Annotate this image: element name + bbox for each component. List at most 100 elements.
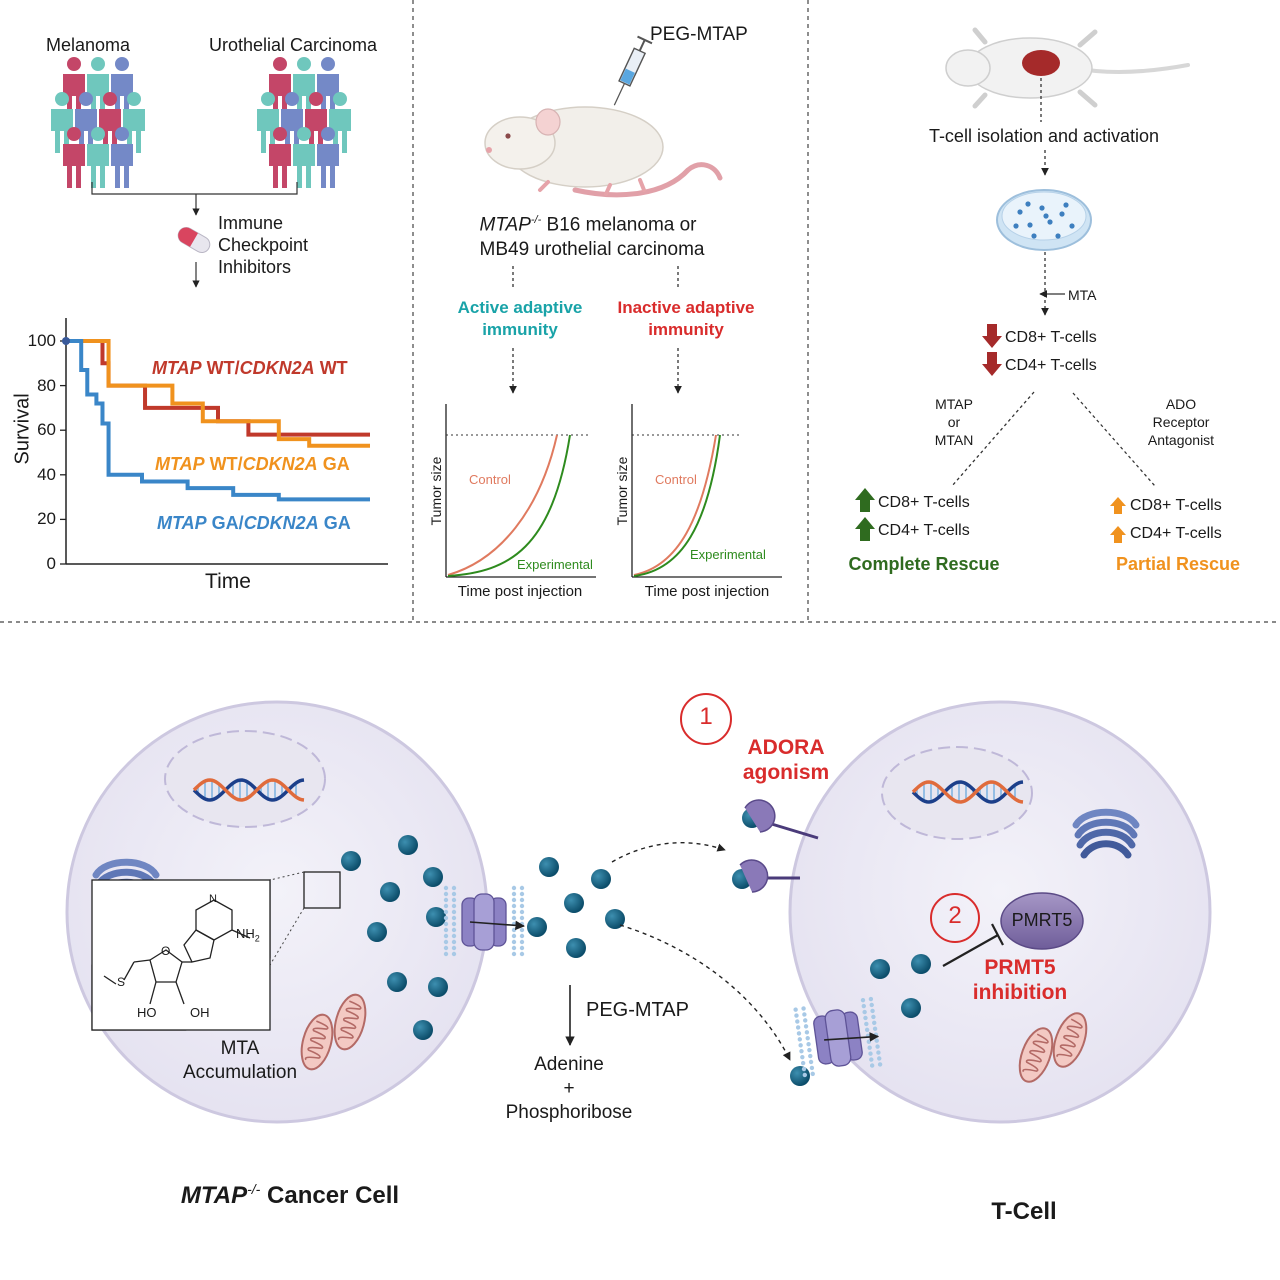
model-line-2: MB49 urothelial carcinoma	[479, 239, 705, 260]
person-icon	[305, 92, 327, 153]
control-curve	[447, 434, 558, 576]
left-treatment-line: MTAP	[935, 396, 973, 412]
person-icon	[317, 57, 339, 118]
mitochondria-icon	[1052, 1012, 1088, 1068]
mechanism-1-number: 1	[699, 703, 713, 730]
right-treatment-line: Antagonist	[1147, 432, 1215, 448]
mech1-line: ADORA	[747, 736, 825, 759]
mta-molecule-structure	[103, 899, 251, 1005]
right-treatment-line: ADO	[1165, 396, 1197, 412]
experimental-label: Experimental	[690, 547, 766, 562]
o-atom-label: O	[161, 944, 171, 958]
transporter-icon	[443, 885, 525, 957]
y-tick-label: 0	[46, 554, 56, 573]
person-icon	[87, 57, 109, 118]
experimental-curve	[447, 434, 571, 577]
person-icon	[329, 92, 351, 153]
pill-icon	[177, 227, 211, 253]
person-icon	[111, 57, 133, 118]
mta-molecule	[911, 954, 931, 974]
person-icon	[281, 92, 303, 153]
inactive-line: immunity	[648, 320, 724, 339]
legend-gene: CDKN2A	[243, 513, 319, 533]
legend-gene: CDKN2A	[239, 358, 315, 378]
person-icon	[99, 92, 121, 153]
time-post-injection-label: Time post injection	[644, 583, 770, 600]
model-gene: MTAP	[479, 214, 531, 236]
mouse-icon	[484, 106, 723, 198]
km-curve-1	[66, 339, 370, 437]
left-treatment-line: MTAN	[934, 432, 974, 448]
legend-gene: MTAP	[152, 358, 202, 378]
person-icon	[269, 127, 291, 188]
legend-status: GA	[318, 513, 351, 533]
person-icon	[63, 127, 85, 188]
ho-label: HO	[137, 1005, 157, 1020]
patient-group-urothelial	[257, 57, 351, 188]
active-line: Active adaptive	[457, 298, 583, 317]
partial-rescue-label: Partial Rescue	[1115, 554, 1241, 574]
product-line: Adenine	[534, 1054, 604, 1075]
nh2-label: NH2	[236, 926, 260, 944]
up-arrows-partial	[1110, 497, 1126, 543]
product-line: +	[563, 1078, 575, 1099]
treatment-line: Immune	[218, 213, 284, 233]
mechanism-2-circle	[930, 893, 980, 943]
y-tick-label: 80	[37, 375, 56, 395]
mta-molecule	[367, 922, 387, 942]
mta-molecule	[564, 893, 584, 913]
legend-status: WT/	[204, 454, 243, 474]
cd4-label: CD4+ T-cells	[1005, 357, 1097, 374]
mta-molecule	[387, 972, 407, 992]
mech2-line: inhibition	[972, 981, 1068, 1004]
nucleus	[881, 746, 1033, 840]
legend-status: WT	[314, 358, 348, 378]
tumor-size-label: Tumor size	[428, 456, 444, 526]
model-sup: -/-	[530, 214, 542, 226]
complete-rescue-label: Complete Rescue	[848, 554, 1000, 574]
right-treatment-line: Receptor	[1152, 414, 1210, 430]
active-immunity-label: Active adaptive immunity	[458, 297, 583, 341]
isolation-label: T-cell isolation and activation	[928, 126, 1160, 146]
mta-molecule	[527, 917, 547, 937]
oh-label: OH	[190, 1005, 210, 1020]
transporter-icon	[793, 996, 883, 1078]
mta-accumulation-label: MTA Accumulation	[183, 1037, 297, 1085]
cd8-partial-label: CD8+ T-cells	[1130, 497, 1222, 514]
receptor-icon	[739, 799, 819, 893]
flow-arrows	[611, 842, 791, 1061]
control-curve	[633, 434, 717, 576]
prmt5-inhibition-label: PRMT5 inhibition	[973, 955, 1067, 1005]
tumor-plot-active	[445, 404, 596, 578]
mta-molecule	[413, 1020, 433, 1040]
mta-molecule	[901, 998, 921, 1018]
person-icon	[87, 127, 109, 188]
syringe-icon	[613, 35, 653, 106]
legend-gene: MTAP	[157, 513, 207, 533]
mta-molecule	[380, 882, 400, 902]
dna-icon	[192, 778, 305, 802]
group-urothelial-label: Urothelial Carcinoma	[209, 35, 378, 55]
cancer-cell-title: MTAP-/- Cancer Cell	[181, 1181, 399, 1210]
active-line: immunity	[482, 320, 558, 339]
mta-molecule	[790, 1066, 810, 1086]
legend-gene: CDKN2A	[242, 454, 318, 474]
left-treatment-line: or	[947, 414, 961, 430]
mta-accum-line: MTA	[220, 1038, 260, 1059]
treatment-line: Checkpoint	[218, 235, 309, 255]
experimental-label: Experimental	[517, 557, 593, 572]
panel-b-connectors	[509, 266, 682, 394]
cd4-partial-label: CD4+ T-cells	[1130, 525, 1222, 542]
mta-molecule	[423, 867, 443, 887]
injection-label: PEG-MTAP	[650, 24, 748, 45]
curve-origin-point	[62, 337, 70, 345]
person-icon	[293, 57, 315, 118]
mitochondria-icon	[300, 993, 1088, 1083]
person-icon	[111, 127, 133, 188]
cancer-cell-gene: MTAP	[180, 1182, 248, 1209]
mta-molecule	[426, 907, 446, 927]
legend-gene: MTAP	[155, 454, 205, 474]
right-treatment-label: ADO Receptor Antagonist	[1148, 395, 1214, 449]
down-arrows	[982, 324, 1002, 376]
